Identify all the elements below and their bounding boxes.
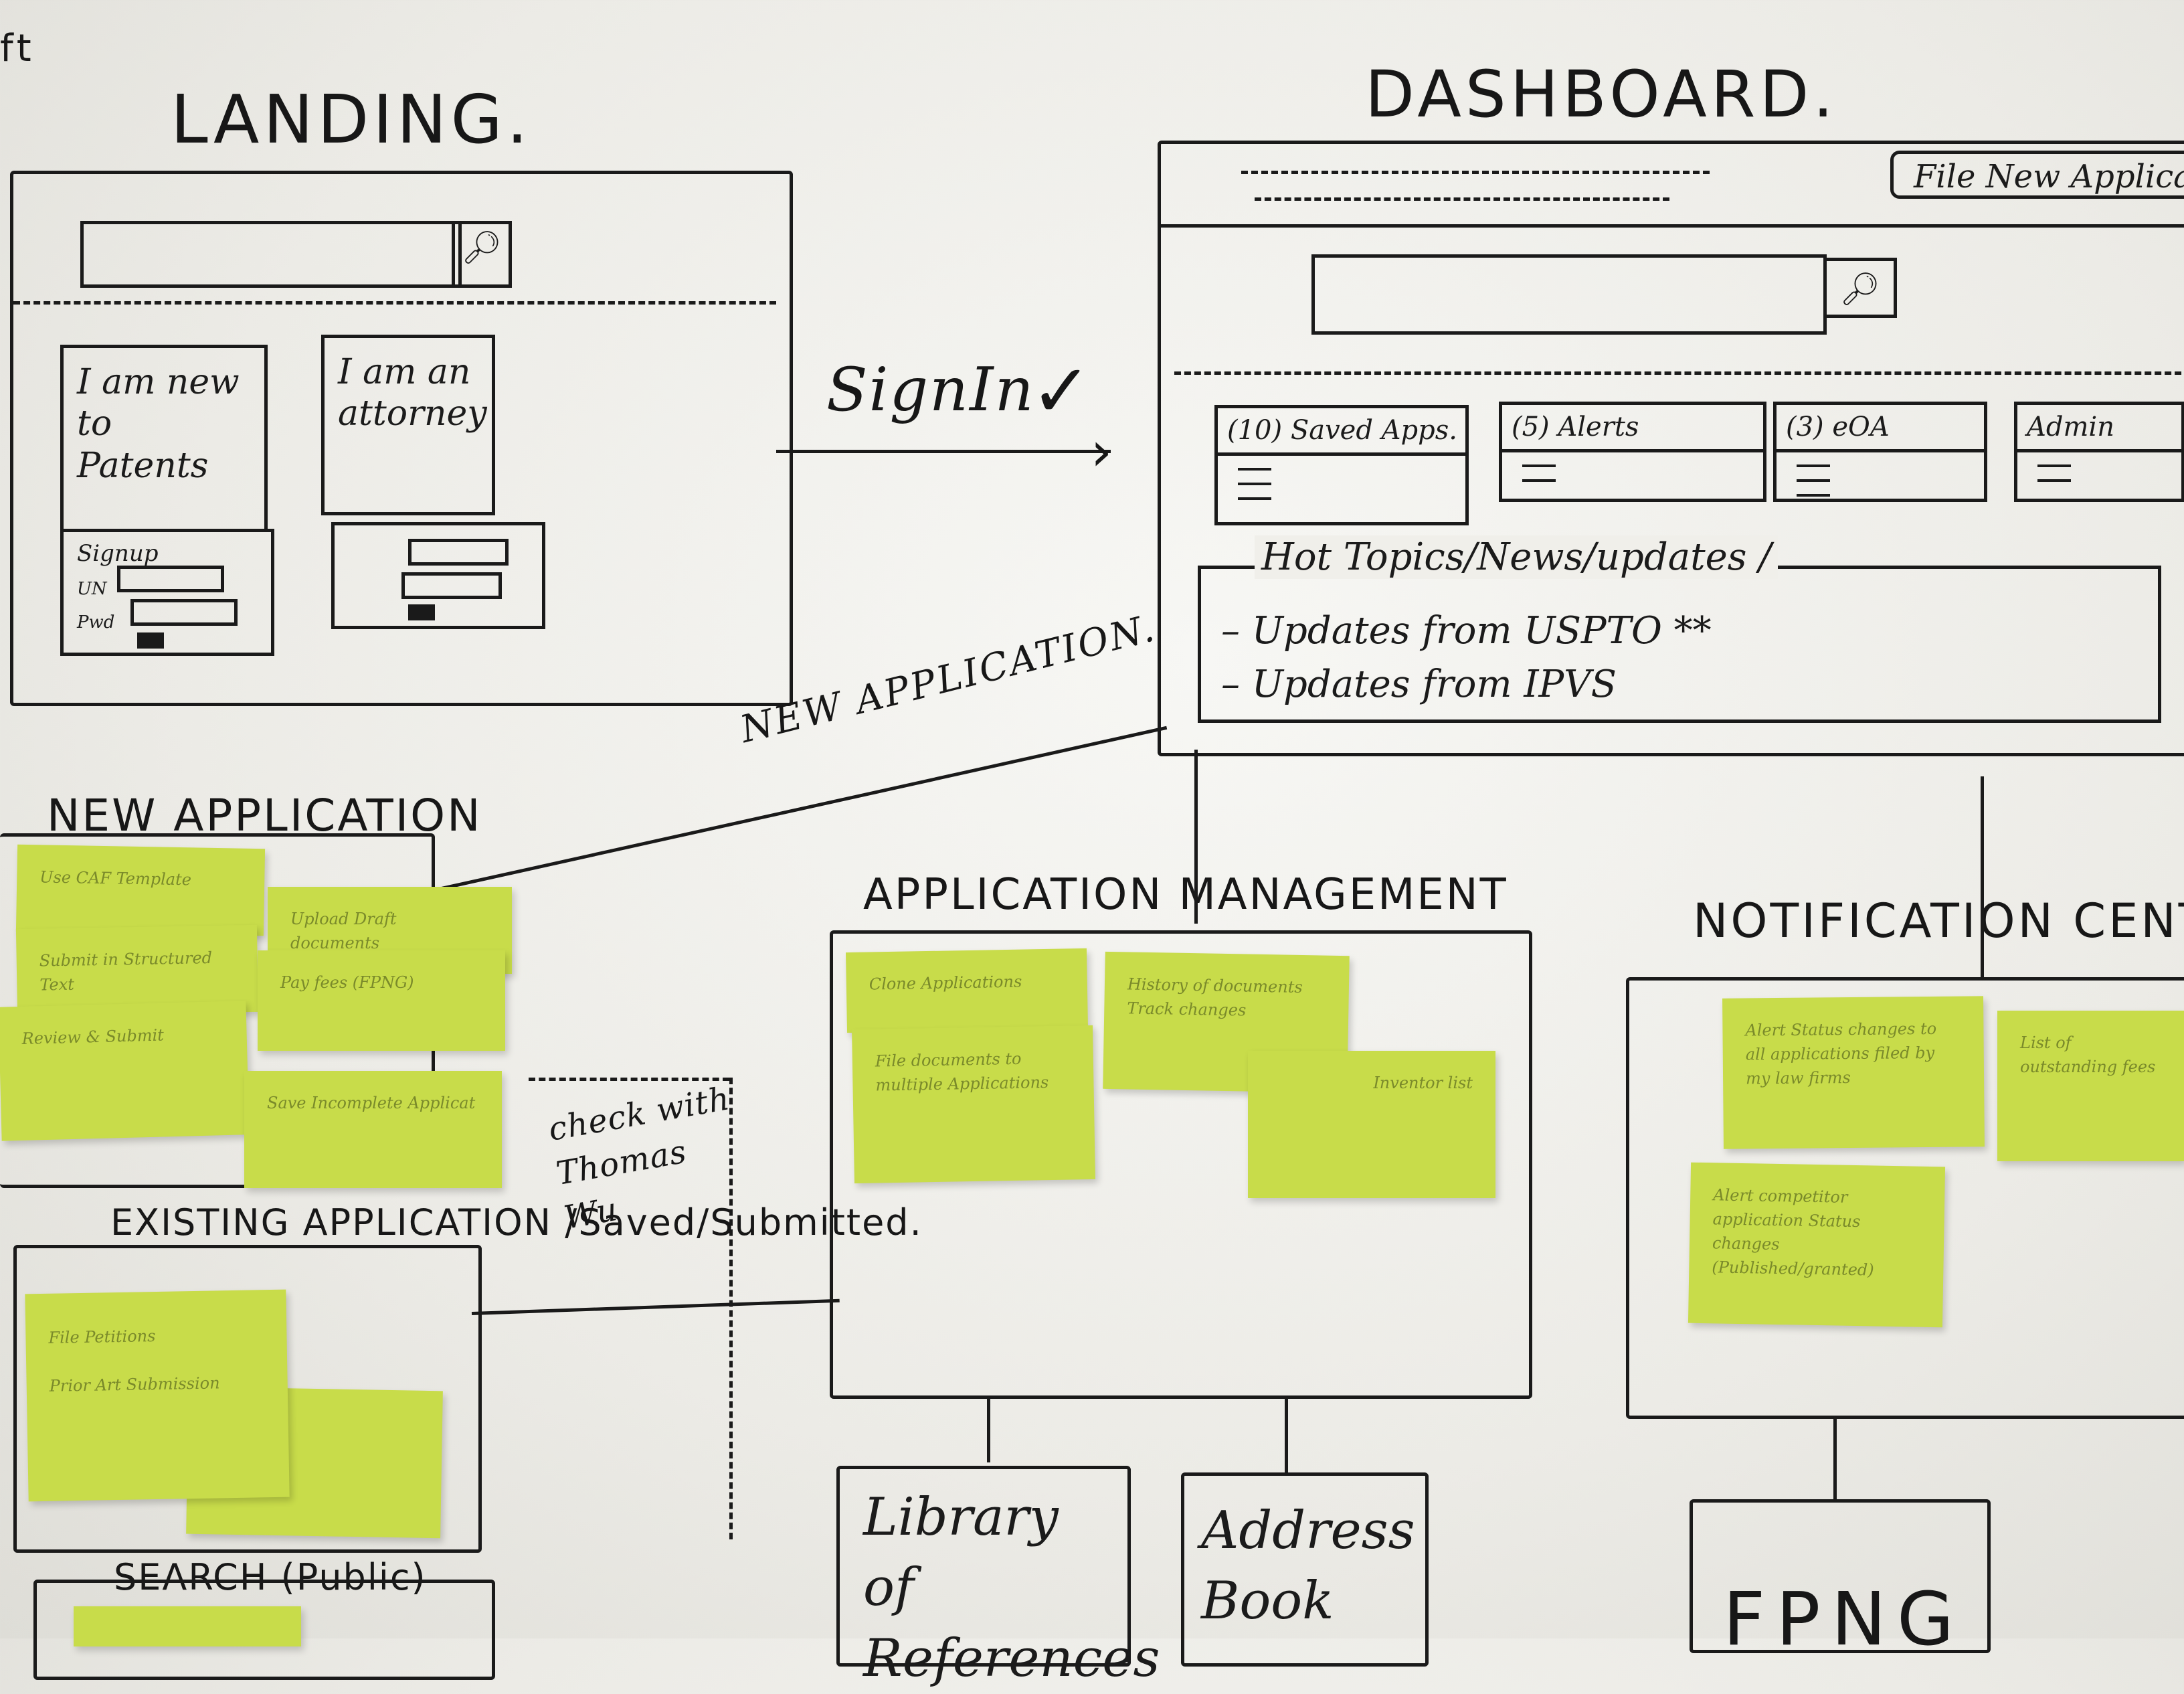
existing-application-heading: EXISTING APPLICATION /Saved/Submitted. (110, 1201, 923, 1244)
tile-admin[interactable]: Admin (2014, 402, 2184, 502)
signup-pwd-label: Pwd (77, 612, 115, 632)
tile-alerts-label: (5) Alerts (1502, 405, 1763, 452)
dashboard-search-icon[interactable]: 🔎︎ (1823, 258, 1897, 318)
card-new-to-patents-label: I am new to Patents (77, 362, 240, 486)
landing-heading: LANDING. (171, 80, 532, 159)
tile-admin-label: Admin (2017, 405, 2181, 452)
management-to-existing-arrow (471, 1298, 840, 1315)
sticky-note: File Petitions Prior Art Submission (25, 1289, 290, 1502)
signup-form: Signup UN Pwd (60, 529, 274, 656)
notification-center-heading: NOTIFICATION CENTER (1693, 894, 2184, 948)
sticky-note (74, 1606, 301, 1646)
file-new-application-label: File New Applicat (1914, 158, 2184, 195)
signin-submit-button[interactable] (408, 604, 435, 620)
dashed-connector-vertical (729, 1078, 733, 1539)
card-attorney-label: I am an attorney (338, 352, 487, 434)
dashboard-header-lines-2 (1255, 197, 1669, 201)
hot-topics-item[interactable]: – Updates from IPVS (1221, 663, 1617, 706)
sticky-note: Alert competitor application Status chan… (1688, 1162, 1946, 1328)
sticky-note: List of outstanding fees (1997, 1011, 2184, 1161)
dashboard-heading: DASHBOARD. (1365, 57, 1837, 132)
hot-topics-panel: Hot Topics/News/updates / – Updates from… (1198, 535, 2161, 723)
dashboard-header-lines (1241, 171, 1710, 174)
sticky-note: Save Incomplete Applicat (244, 1071, 502, 1188)
library-of-references-box[interactable]: Library of References (836, 1466, 1160, 1689)
new-application-connector (441, 726, 1168, 890)
hot-topics-item[interactable]: – Updates from USPTO ** (1221, 609, 1712, 653)
tile-saved-apps-label: (10) Saved Apps. (1218, 408, 1465, 456)
card-new-to-patents[interactable]: I am new to Patents (60, 345, 268, 532)
signin-arrow (776, 450, 1111, 453)
address-book-box[interactable]: Address Book (1181, 1472, 1429, 1667)
signin-username-input[interactable] (408, 539, 509, 566)
sticky-note: Pay fees (FPNG) (258, 950, 505, 1051)
address-book-label: Address Book (1201, 1501, 1415, 1632)
check-icon: ✓ (1030, 348, 1097, 434)
management-to-library-arrow (987, 1399, 990, 1462)
signin-form (331, 522, 545, 629)
card-attorney[interactable]: I am an attorney (321, 335, 495, 515)
fpng-label: FPNG (1723, 1576, 1965, 1662)
signup-username-input[interactable] (117, 566, 224, 592)
sticky-note: Inventor list (1248, 1051, 1495, 1198)
notification-to-fpng-arrow (1833, 1419, 1837, 1499)
signup-un-label: UN (77, 579, 107, 599)
sticky-note: Alert Status changes to all applications… (1722, 996, 1985, 1149)
new-application-heading: NEW APPLICATION (47, 790, 482, 841)
sticky-note: Review & Submit (0, 1001, 250, 1141)
signup-password-input[interactable] (130, 599, 238, 626)
sticky-note: Use CAF Template (15, 844, 266, 936)
tile-saved-apps[interactable]: (10) Saved Apps. (1214, 405, 1469, 525)
tile-eoa[interactable]: (3) eOA (1773, 402, 1987, 502)
signin-label: SignIn (826, 355, 1035, 425)
signup-submit-button[interactable] (137, 632, 164, 649)
sticky-note-line: File Petitions (48, 1327, 156, 1347)
corner-mark: ft (0, 27, 35, 70)
management-to-address-book-arrow (1285, 1399, 1288, 1472)
dashboard-header-divider (1161, 224, 2184, 228)
sticky-note: Clone Applications (845, 948, 1089, 1033)
landing-wireframe: 🔎︎ I am new to Patents I am an attorney … (10, 171, 793, 706)
dashboard-divider (1174, 371, 2184, 375)
fpng-box[interactable]: FPNG (1690, 1499, 1991, 1662)
dashed-connector (529, 1078, 729, 1081)
new-application-link-label: NEW APPLICATION. (736, 606, 1160, 752)
signin-arrowhead-icon: › (1091, 420, 1116, 483)
tile-alerts[interactable]: (5) Alerts (1499, 402, 1766, 502)
sticky-note-line: Prior Art Submission (49, 1373, 220, 1395)
tile-eoa-label: (3) eOA (1777, 405, 1984, 452)
application-management-heading: APPLICATION MANAGEMENT (863, 870, 1508, 920)
landing-search-icon[interactable]: 🔎︎ (452, 221, 512, 288)
search-public-heading: SEARCH (Public) (114, 1556, 427, 1598)
library-of-references-label: Library of References (863, 1487, 1160, 1689)
dashboard-wireframe: File New Applicat 🔎︎ (10) Saved Apps. (5… (1158, 141, 2184, 756)
dashboard-to-notification-arrow (1981, 776, 1984, 977)
notification-center-box (1626, 977, 2184, 1419)
signup-title: Signup (77, 540, 159, 567)
signin-password-input[interactable] (401, 572, 502, 599)
application-management-box (830, 930, 1532, 1399)
landing-search-input[interactable] (80, 221, 462, 288)
dashboard-to-management-arrow (1194, 750, 1198, 924)
landing-divider (13, 301, 776, 305)
file-new-application-button[interactable]: File New Applicat (1890, 151, 2184, 199)
existing-application-box (13, 1245, 482, 1553)
dashboard-search-input[interactable] (1311, 254, 1827, 335)
sticky-note: File documents to multiple Applications (852, 1025, 1095, 1184)
hot-topics-title: Hot Topics/News/updates / (1255, 535, 1779, 579)
